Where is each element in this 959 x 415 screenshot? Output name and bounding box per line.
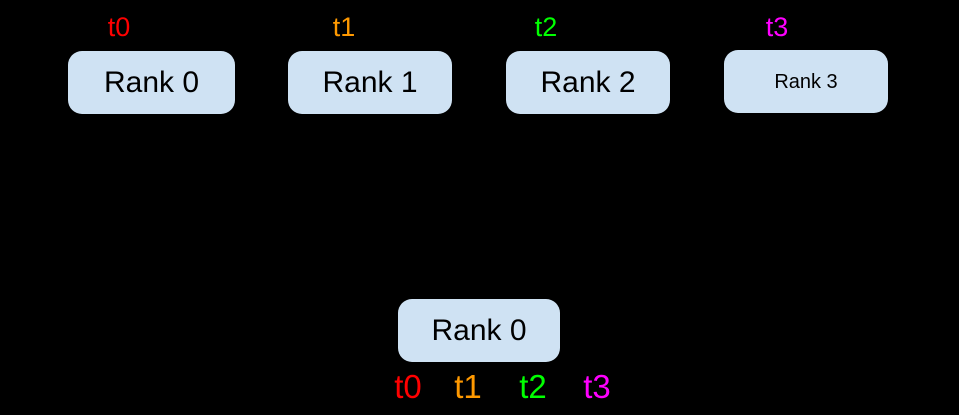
rank-0-node-bottom-label: Rank 0 [431,313,527,347]
tensor-label-t3-bottom: t3 [583,368,611,405]
tensor-label-t0-top: t0 [107,12,131,42]
tensor-label-t1-top: t1 [332,12,356,42]
tensor-label-t2-top: t2 [534,12,558,42]
rank-1-node-top: Rank 1 [288,51,452,114]
rank-2-node-top-label: Rank 2 [540,65,636,99]
rank-0-node-top: Rank 0 [68,51,235,114]
tensor-label-t3-top: t3 [765,12,789,42]
rank-0-node-bottom: Rank 0 [398,299,560,362]
rank-3-node-top-label: Rank 3 [774,70,838,93]
tensor-label-t0-bottom: t0 [394,368,422,405]
tensor-label-t2-bottom: t2 [519,368,547,405]
rank-2-node-top: Rank 2 [506,51,670,114]
tensor-label-t1-bottom: t1 [454,368,482,405]
rank-1-node-top-label: Rank 1 [322,65,418,99]
rank-3-node-top: Rank 3 [724,50,888,113]
rank-0-node-top-label: Rank 0 [103,65,200,99]
